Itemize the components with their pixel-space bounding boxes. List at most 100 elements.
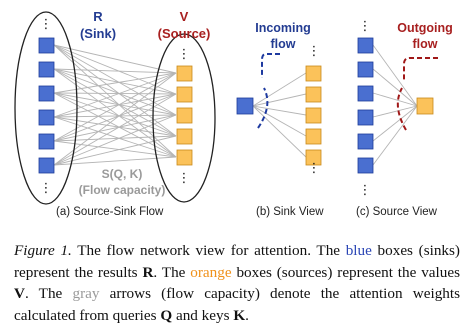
panel-sink-view: ⋮ ⋮ Incoming flow [236, 21, 322, 176]
flow-edge [53, 72, 177, 94]
incoming-edge [252, 105, 307, 137]
caption-text-7: and keys [172, 306, 234, 324]
incoming-edge [252, 105, 307, 158]
caption-text-3: . The [153, 263, 191, 281]
caption-text-5: . The [24, 285, 73, 302]
source-boxes [176, 65, 193, 166]
sink-dots-top-c: ⋮ [359, 19, 372, 34]
source-label: V [180, 9, 189, 24]
source-box [305, 107, 322, 124]
sink-dots-bottom-c: ⋮ [359, 183, 372, 198]
figure-caption: Figure 1. The flow network view for atte… [14, 240, 460, 326]
caption-text-6: arrows (flow capacity) denote the attent… [14, 285, 461, 324]
outgoing-edge [372, 44, 418, 107]
source-box [176, 86, 193, 103]
incoming-flow-label-1: Incoming [255, 21, 311, 35]
flow-edge [53, 92, 177, 116]
source-box [416, 97, 434, 115]
flow-edge [53, 93, 177, 142]
flow-edge [53, 114, 177, 166]
sink-column [357, 37, 374, 174]
sink-box [38, 109, 55, 126]
sink-box [38, 85, 55, 102]
caption-text-8: . [245, 306, 249, 324]
outgoing-edge [372, 105, 418, 142]
panel-source-view: ⋮ ⋮ Outgoing flow [357, 19, 453, 198]
flow-edge [53, 114, 177, 142]
figure-diagram: ⋮ ⋮ ⋮ ⋮ R (Sink) V (Source) S(Q, K) (Flo… [14, 9, 453, 205]
flow-edge [53, 92, 177, 158]
source-box [176, 128, 193, 145]
source-box [305, 86, 322, 103]
incoming-edge [252, 72, 307, 107]
sink-box [357, 109, 374, 126]
flow-edge [53, 135, 177, 142]
caption-word-blue: blue [345, 242, 372, 259]
outgoing-flow-label-1: Outgoing [397, 21, 453, 35]
caption-panel-b: (b) Sink View [256, 206, 324, 218]
outgoing-edge [372, 68, 418, 107]
caption-panel-a: (a) Source-Sink Flow [56, 206, 164, 218]
source-box [176, 65, 193, 82]
source-box [305, 128, 322, 145]
caption-word-gray: gray [72, 285, 100, 302]
sink-label: R [93, 9, 103, 24]
caption-text-1: The flow network view for attention. The [71, 242, 346, 259]
flow-edge [53, 68, 177, 116]
outgoing-flow-arc [396, 87, 407, 131]
incoming-flow-arc [257, 87, 269, 129]
flow-edge [53, 44, 177, 116]
sink-boxes [38, 37, 55, 174]
sink-box [357, 37, 374, 54]
source-dots-bottom-b: ⋮ [308, 161, 321, 176]
caption-symbol-k: K [233, 306, 246, 324]
panel-source-sink-flow: ⋮ ⋮ ⋮ ⋮ R (Sink) V (Source) S(Q, K) (Flo… [14, 9, 216, 205]
source-box [305, 65, 322, 82]
incoming-edge [252, 105, 307, 116]
incoming-edges [252, 72, 307, 158]
caption-symbol-q: Q [160, 306, 173, 324]
sink-dots-bottom: ⋮ [40, 181, 53, 196]
source-column [305, 65, 322, 166]
caption-text-2: boxes (sinks) represent the results [14, 242, 460, 281]
caption-text-4: boxes (sources) represent the values [231, 263, 460, 281]
incoming-flow-label-2: flow [271, 37, 296, 51]
outgoing-edge [372, 105, 418, 166]
flow-capacity-edges [53, 44, 177, 166]
source-box [305, 149, 322, 166]
sink-box [357, 133, 374, 150]
sink-box [357, 157, 374, 174]
edge-sublabel: (Flow capacity) [79, 183, 166, 197]
flow-edge [53, 114, 177, 118]
sink-group-ellipse [14, 11, 78, 205]
sink-box [357, 61, 374, 78]
source-box [176, 107, 193, 124]
sink-box [236, 97, 254, 115]
source-dots-top: ⋮ [178, 47, 191, 62]
flow-edge [53, 93, 177, 118]
sink-sublabel: (Sink) [80, 26, 116, 41]
flow-edge [53, 92, 177, 137]
source-dots-bottom: ⋮ [178, 171, 191, 186]
outgoing-edges [372, 44, 418, 166]
sink-box [38, 37, 55, 54]
incoming-edge [252, 93, 307, 107]
flow-edge [53, 92, 177, 95]
flow-edge [53, 68, 177, 137]
outgoing-flow-curve [403, 57, 438, 80]
flow-edge [53, 135, 177, 166]
sink-box [38, 157, 55, 174]
source-box [176, 149, 193, 166]
flow-edge [53, 68, 177, 95]
incoming-flow-curve [261, 53, 280, 78]
flow-edge [53, 116, 177, 137]
flow-edge [53, 93, 177, 166]
sink-box [38, 133, 55, 150]
source-group-ellipse [152, 33, 216, 203]
flow-edge [53, 44, 177, 74]
sink-box [357, 85, 374, 102]
caption-symbol-v: V [14, 285, 25, 302]
figure-label: Figure 1. [14, 242, 72, 259]
outgoing-flow-label-2: flow [413, 37, 438, 51]
caption-symbol-r: R [142, 263, 154, 281]
